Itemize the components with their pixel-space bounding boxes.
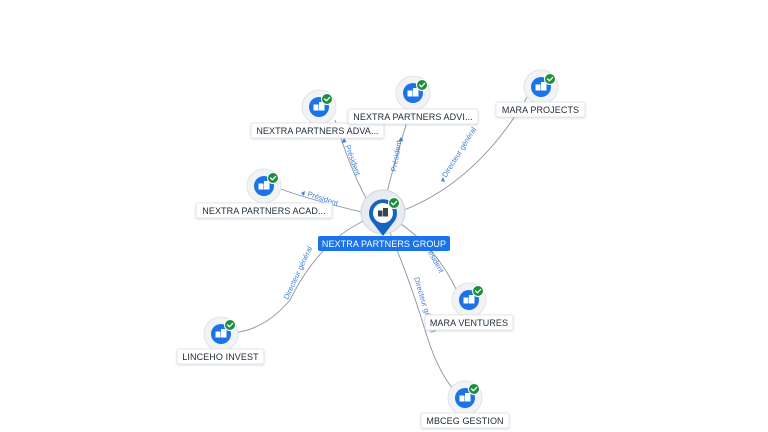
node-label-box [176, 348, 265, 365]
check-badge-icon [416, 79, 428, 91]
node-linceho[interactable]: LINCEHO INVEST [176, 316, 265, 365]
node-label-box [420, 412, 510, 429]
company-building-icon [463, 295, 475, 304]
center-label: NEXTRA PARTNERS GROUP [322, 239, 446, 249]
edge-line [397, 221, 461, 299]
node-mara-projects[interactable]: MARA PROJECTS [495, 69, 586, 118]
edge-mbceg[interactable]: Directeur général [387, 227, 463, 399]
check-badge-icon [388, 197, 400, 209]
node-label-box [250, 122, 385, 139]
company-building-icon [378, 208, 388, 217]
node-center[interactable]: NEXTRA PARTNERS GROUP [318, 189, 450, 251]
edge-line [277, 187, 367, 214]
company-building-icon [258, 181, 270, 190]
check-badge-icon [472, 285, 484, 297]
center-label-box [318, 236, 450, 251]
node-label: NEXTRA PARTNERS ADVI... [353, 112, 473, 122]
company-building-icon [313, 102, 325, 111]
company-building-icon [535, 82, 547, 91]
node-label: NEXTRA PARTNERS ADVA... [256, 126, 378, 136]
edge-line [231, 219, 367, 334]
edge-advisory[interactable]: Président [384, 111, 411, 201]
company-building-icon [407, 88, 419, 97]
node-mara-ventures[interactable]: MARA VENTURES [424, 282, 514, 331]
edge-arrow-icon [301, 191, 305, 196]
node-label-box [495, 101, 586, 118]
node-label: MBCEG GESTION [426, 416, 503, 426]
check-badge-icon [468, 383, 480, 395]
edge-arrow-icon [341, 138, 347, 143]
node-advisory[interactable]: NEXTRA PARTNERS ADVI... [347, 75, 479, 125]
edge-arrow-icon [441, 177, 445, 182]
node-label: MARA VENTURES [430, 318, 508, 328]
node-label: MARA PROJECTS [502, 105, 579, 115]
edge-line [387, 227, 463, 399]
node-label-box [195, 202, 333, 219]
check-badge-icon [224, 319, 236, 331]
graph-nodes: NEXTRA PARTNERS ADVA... NEXTRA PARTNERS … [176, 69, 586, 429]
edge-label: Président [389, 139, 404, 173]
edge-label: Directeur général [282, 245, 315, 301]
check-badge-icon [267, 172, 279, 184]
edge-mara-ventures[interactable]: Président [397, 221, 461, 299]
node-advantage[interactable]: NEXTRA PARTNERS ADVA... [250, 89, 385, 139]
node-academy[interactable]: NEXTRA PARTNERS ACAD... [195, 168, 333, 219]
node-label-box [347, 108, 479, 125]
node-label: LINCEHO INVEST [182, 352, 259, 362]
edge-label: Directeur général [440, 125, 478, 179]
company-building-icon [215, 329, 227, 338]
node-label: NEXTRA PARTNERS ACAD... [202, 206, 326, 216]
edge-label: Président [343, 144, 363, 178]
edge-arrow-icon [398, 137, 404, 141]
check-badge-icon [544, 73, 556, 85]
company-building-icon [459, 393, 471, 402]
node-label-box [424, 314, 514, 331]
check-badge-icon [321, 93, 333, 105]
node-mbceg[interactable]: MBCEG GESTION [420, 380, 510, 429]
